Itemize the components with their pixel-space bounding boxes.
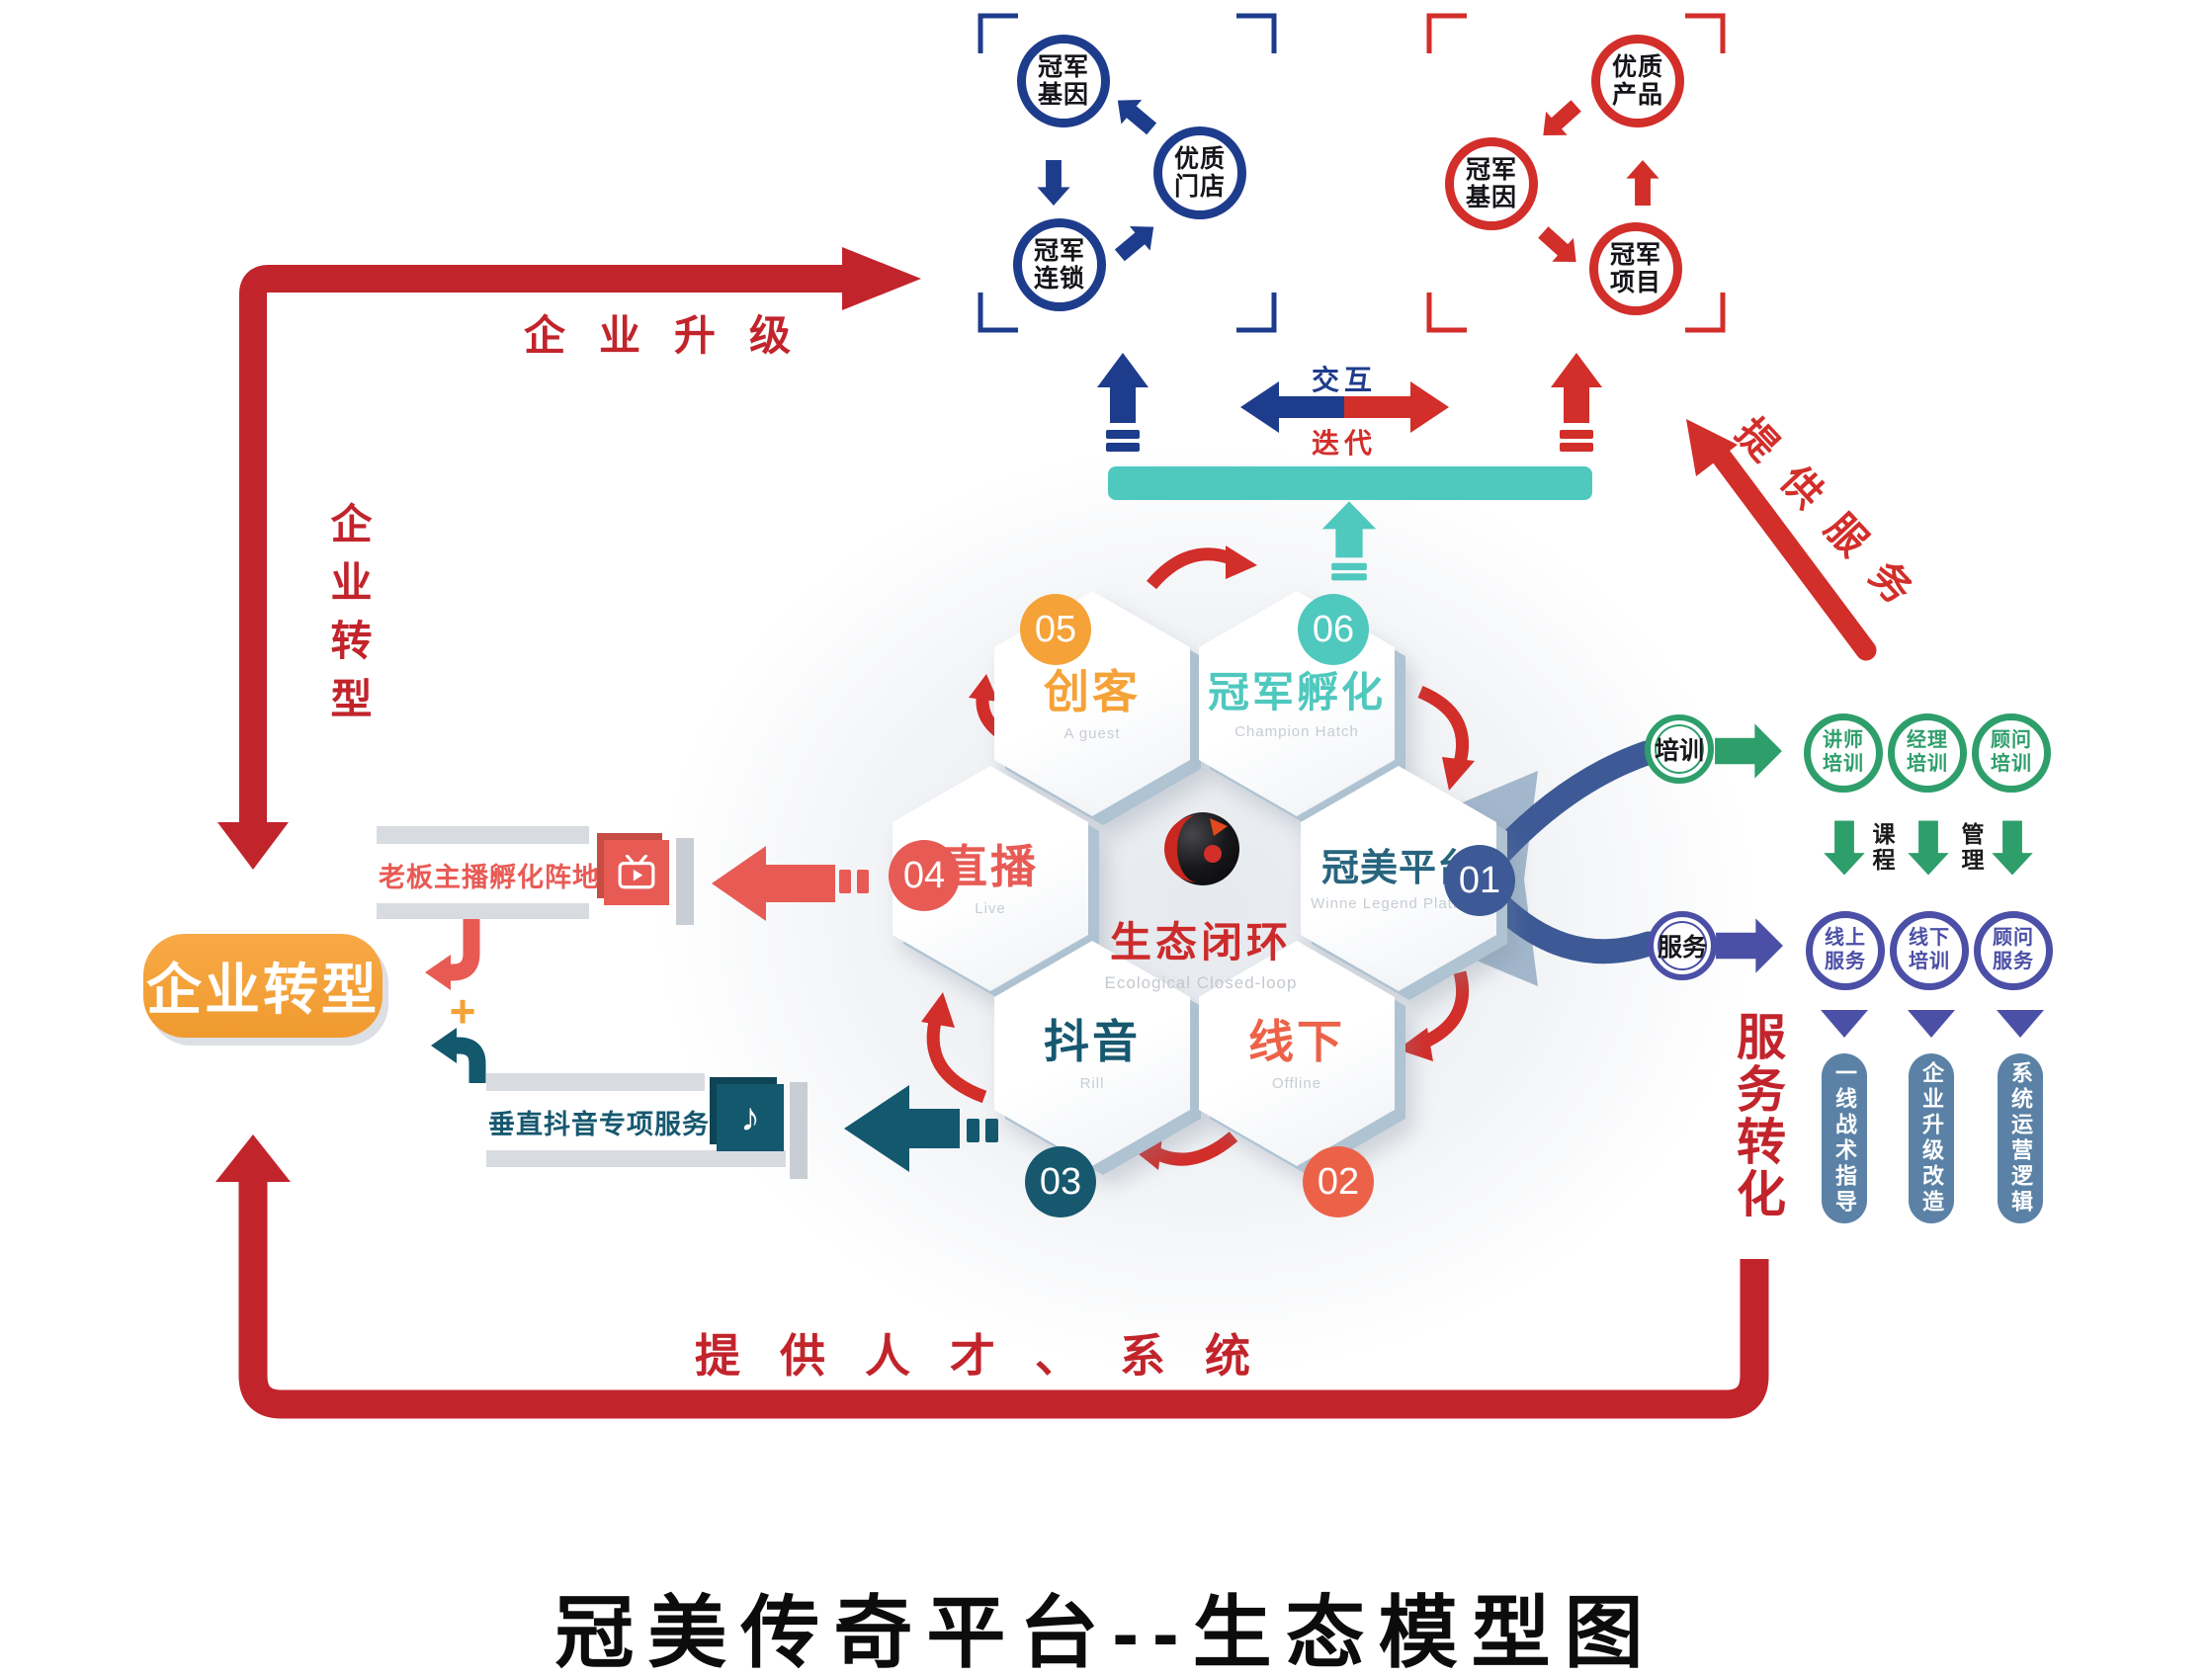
red-up-arrow-icon — [1551, 353, 1602, 452]
banner-strip — [486, 1073, 705, 1091]
training-arrow-icon — [1715, 723, 1782, 779]
badge-03: 03 — [1025, 1146, 1096, 1217]
provide-service-line — [1703, 436, 1877, 661]
background-glow — [633, 425, 1779, 1393]
hex-offline-label: 线下 — [1248, 1016, 1345, 1068]
center-core-sub: Ecological Closed-loop — [1104, 973, 1298, 992]
talent-flow-line — [238, 1178, 1769, 1419]
pill-system-operation: 系统运营逻辑 — [1998, 1053, 2043, 1223]
tiktok-left-arrow-icon — [844, 1085, 960, 1172]
upgrade-arrowhead-icon — [842, 247, 921, 310]
badge-06: 06 — [1298, 594, 1369, 665]
hex-tiktok-sub: Rill — [1079, 1075, 1105, 1093]
blue-up-arrow-icon — [1097, 353, 1149, 452]
red-node-product: 优质 产品 — [1591, 35, 1684, 127]
hex-face — [1199, 941, 1395, 1166]
exchange-bottom-label: 迭代 — [1311, 428, 1377, 459]
training-down-arrows — [1824, 820, 2033, 876]
service-down-triangles — [1821, 1010, 2044, 1038]
banner-strip — [377, 826, 589, 844]
upgrade-label: 企业升级 — [524, 312, 825, 359]
hex-champion-hatch-sub: Champion Hatch — [1234, 722, 1359, 740]
hex-maker-label: 创客 — [1044, 666, 1141, 718]
hex-tiktok: 抖音 Rill — [994, 941, 1201, 1175]
red-frame-brackets — [1426, 13, 1726, 333]
tiktok-arrow-dash — [985, 1119, 998, 1142]
badge-01: 01 — [1444, 845, 1515, 916]
hex-offline-sub: Offline — [1271, 1075, 1322, 1093]
tiktok-banner-label: 垂直抖音专项服务 — [488, 1110, 710, 1139]
page-title: 冠美传奇平台--生态模型图 — [554, 1589, 1658, 1677]
service-node-offline-training: 线下 培训 — [1890, 911, 1969, 990]
platform-bar — [1108, 466, 1592, 500]
music-note-icon: ♪ — [717, 1084, 784, 1151]
live-arrow-dash — [857, 870, 869, 893]
badge-04: 04 — [889, 840, 960, 911]
service-hub: 服务 — [1648, 911, 1717, 980]
badge-02: 02 — [1303, 1146, 1374, 1217]
blue-node-gene: 冠军 基因 — [1017, 35, 1110, 127]
talent-up-arrowhead-icon — [215, 1134, 291, 1182]
teal-up-arrow-icon — [1321, 501, 1377, 581]
anchor-banner-label: 老板主播孵化阵地 — [379, 863, 600, 892]
hex-maker: 创客 A guest — [994, 591, 1201, 825]
anchor-elbow-line — [445, 919, 480, 981]
music-note-glyph: ♪ — [740, 1095, 760, 1139]
center-core-label: 生态闭环 — [1109, 919, 1292, 965]
transform-down-arrowhead-icon — [217, 822, 289, 870]
exchange-arrow-left-icon — [1240, 381, 1345, 433]
pill-frontline-tactics: 一线战术指导 — [1822, 1053, 1867, 1223]
blue-frame-brackets — [978, 13, 1277, 333]
training-node-lecturer: 讲师 培训 — [1804, 713, 1883, 793]
hex-live-sub: Live — [975, 900, 1006, 918]
service-transform-label: 服务转化 — [1730, 1011, 1785, 1220]
hex-maker-sub: A guest — [1063, 725, 1121, 743]
training-node-consultant: 顾问 培训 — [1972, 713, 2051, 793]
transform-button: 企业转型 — [143, 934, 383, 1038]
banner-strip — [377, 903, 589, 919]
logo-icon — [1164, 812, 1239, 885]
banner-edge-bar — [676, 838, 694, 925]
live-arrow-dash — [839, 870, 851, 893]
tiktok-elbow-arrowhead-icon — [431, 1028, 457, 1063]
management-label: 管理 — [1958, 822, 1984, 874]
exchange-arrow-right-icon — [1344, 381, 1449, 433]
tv-icon — [604, 840, 669, 905]
red-node-project: 冠军 项目 — [1589, 222, 1682, 315]
course-label: 课程 — [1869, 822, 1895, 874]
upgrade-flow-line — [239, 265, 846, 826]
transform-vertical-label: 企业转型 — [325, 502, 372, 735]
banner-edge-bar — [790, 1082, 808, 1179]
banner-strip — [486, 1150, 786, 1167]
hex-offline: 线下 Offline — [1199, 941, 1405, 1175]
live-left-arrow-icon — [712, 846, 835, 921]
service-node-consulting: 顾问 服务 — [1974, 911, 2053, 990]
training-hub: 培训 — [1645, 714, 1714, 784]
hex-tiktok-label: 抖音 — [1044, 1016, 1141, 1068]
tiktok-arrow-dash — [967, 1119, 979, 1142]
blue-node-chain: 冠军 连锁 — [1013, 218, 1106, 311]
blue-node-store: 优质 门店 — [1153, 126, 1246, 219]
badge-05: 05 — [1020, 594, 1091, 665]
talent-label: 提供人才、系统 — [695, 1330, 1290, 1382]
center-core: 生态闭环 Ecological Closed-loop — [1053, 909, 1349, 993]
service-arrow-icon — [1716, 918, 1783, 973]
hex-face — [994, 941, 1190, 1166]
anchor-elbow-arrowhead-icon — [425, 955, 451, 990]
service-node-online: 线上 服务 — [1806, 911, 1885, 990]
provide-service-arrowhead-icon — [1686, 419, 1738, 476]
exchange-top-label: 交互 — [1311, 365, 1377, 395]
hex-platform-sub: Winne Legend Platform — [1311, 895, 1487, 913]
red-node-gene: 冠军 基因 — [1445, 137, 1538, 230]
plus-icon: + — [449, 985, 476, 1037]
hex-champion-hatch-label: 冠军孵化 — [1207, 668, 1386, 715]
pill-enterprise-upgrade: 企业升级改造 — [1909, 1053, 1954, 1223]
tiktok-elbow-line — [451, 1037, 486, 1083]
training-node-manager: 经理 培训 — [1888, 713, 1967, 793]
